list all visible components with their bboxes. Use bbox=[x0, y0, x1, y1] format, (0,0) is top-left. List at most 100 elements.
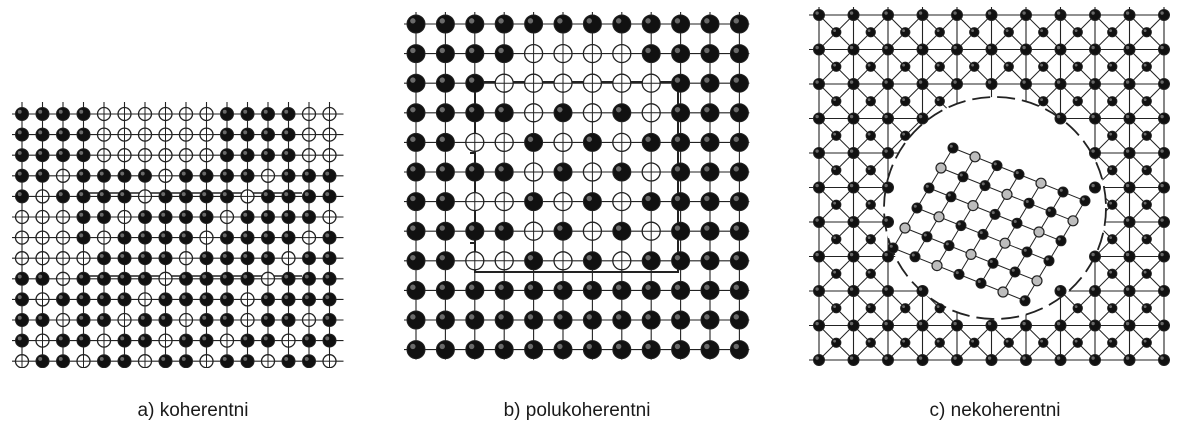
atom-highlight bbox=[120, 295, 125, 300]
filled-atom bbox=[240, 168, 255, 183]
atom-highlight bbox=[468, 47, 475, 54]
filled-atom bbox=[179, 354, 193, 368]
atom-highlight bbox=[1143, 29, 1147, 33]
filled-atom bbox=[1089, 112, 1101, 125]
atom-highlight bbox=[99, 171, 104, 176]
filled-atom bbox=[700, 103, 720, 123]
filled-atom bbox=[220, 251, 234, 266]
filled-atom bbox=[56, 354, 70, 368]
filled-atom bbox=[882, 181, 894, 194]
atom-highlight bbox=[1091, 45, 1095, 50]
atom-highlight bbox=[957, 222, 961, 226]
atom-highlight bbox=[918, 356, 923, 360]
filled-atom bbox=[220, 168, 234, 183]
filled-atom bbox=[916, 354, 929, 366]
filled-atom bbox=[1089, 319, 1101, 332]
atom-highlight bbox=[849, 183, 854, 188]
filled-atom bbox=[553, 14, 573, 34]
atom-highlight bbox=[243, 356, 248, 361]
filled-atom bbox=[240, 107, 255, 121]
filled-atom bbox=[322, 168, 337, 183]
atom-highlight bbox=[1056, 80, 1061, 84]
filled-atom bbox=[582, 251, 602, 271]
atom-highlight bbox=[833, 98, 837, 102]
atom-highlight bbox=[989, 259, 993, 263]
filled-atom bbox=[1123, 354, 1136, 366]
filled-atom bbox=[302, 354, 316, 368]
atom-highlight bbox=[645, 195, 651, 202]
filled-atom bbox=[465, 221, 485, 241]
filled-atom bbox=[729, 14, 749, 34]
atom-highlight bbox=[884, 149, 888, 153]
filled-atom bbox=[1107, 27, 1118, 38]
filled-atom bbox=[916, 319, 929, 332]
filled-atom bbox=[1141, 303, 1152, 314]
filled-atom bbox=[1003, 27, 1014, 38]
filled-atom bbox=[302, 210, 316, 224]
filled-atom bbox=[865, 96, 876, 107]
atom-highlight bbox=[704, 343, 710, 350]
atom-highlight bbox=[284, 130, 289, 135]
atom-highlight bbox=[884, 356, 888, 360]
filled-atom bbox=[582, 192, 602, 212]
filled-atom bbox=[1141, 337, 1152, 348]
atom-highlight bbox=[615, 343, 622, 350]
atom-highlight bbox=[833, 167, 837, 171]
atom-highlight bbox=[1125, 218, 1130, 222]
filled-atom bbox=[220, 107, 234, 121]
atom-highlight bbox=[498, 166, 504, 172]
atom-highlight bbox=[1109, 305, 1113, 309]
filled-atom bbox=[865, 165, 876, 176]
filled-atom bbox=[158, 189, 173, 204]
atom-highlight bbox=[304, 192, 309, 197]
filled-atom bbox=[729, 340, 749, 360]
filled-atom bbox=[700, 251, 720, 271]
filled-atom bbox=[882, 78, 894, 90]
filled-atom bbox=[1054, 354, 1067, 366]
filled-atom bbox=[97, 251, 111, 266]
filled-atom bbox=[76, 271, 91, 286]
inner-atom bbox=[1033, 226, 1045, 238]
atom-highlight bbox=[1125, 252, 1130, 257]
atom-highlight bbox=[1160, 114, 1164, 119]
atom-highlight bbox=[923, 233, 927, 237]
atom-highlight bbox=[161, 253, 166, 258]
filled-atom bbox=[15, 189, 29, 204]
atom-highlight bbox=[1160, 356, 1164, 360]
filled-atom bbox=[865, 61, 876, 72]
filled-atom bbox=[302, 168, 316, 183]
atom-highlight bbox=[498, 18, 504, 24]
atom-highlight bbox=[1160, 252, 1164, 257]
filled-atom bbox=[56, 189, 70, 204]
filled-atom bbox=[1107, 234, 1118, 245]
atom-highlight bbox=[222, 356, 227, 361]
filled-atom bbox=[281, 168, 296, 183]
filled-atom bbox=[261, 313, 275, 327]
filled-atom bbox=[322, 251, 337, 266]
atom-highlight bbox=[498, 225, 504, 231]
filled-atom bbox=[916, 78, 929, 90]
atom-highlight bbox=[1125, 183, 1130, 188]
filled-atom bbox=[1141, 130, 1152, 141]
atom-highlight bbox=[243, 130, 248, 135]
atom-highlight bbox=[304, 274, 309, 279]
filled-atom bbox=[1123, 181, 1136, 194]
filled-atom bbox=[671, 221, 691, 241]
filled-atom bbox=[1123, 147, 1136, 159]
filled-atom bbox=[465, 310, 485, 330]
atom-highlight bbox=[889, 244, 893, 248]
filled-atom bbox=[700, 73, 720, 93]
atom-highlight bbox=[815, 80, 819, 84]
atom-highlight bbox=[120, 171, 125, 176]
atom-highlight bbox=[833, 305, 837, 309]
filled-atom bbox=[97, 313, 111, 327]
inner-atom bbox=[999, 237, 1011, 249]
filled-atom bbox=[322, 230, 337, 245]
filled-atom bbox=[831, 234, 842, 245]
filled-atom bbox=[847, 147, 860, 159]
filled-atom bbox=[158, 313, 173, 327]
atom-highlight bbox=[1056, 287, 1061, 291]
filled-atom bbox=[951, 43, 963, 56]
filled-atom bbox=[494, 103, 514, 123]
panel-a-coherent-lattice bbox=[10, 98, 360, 368]
